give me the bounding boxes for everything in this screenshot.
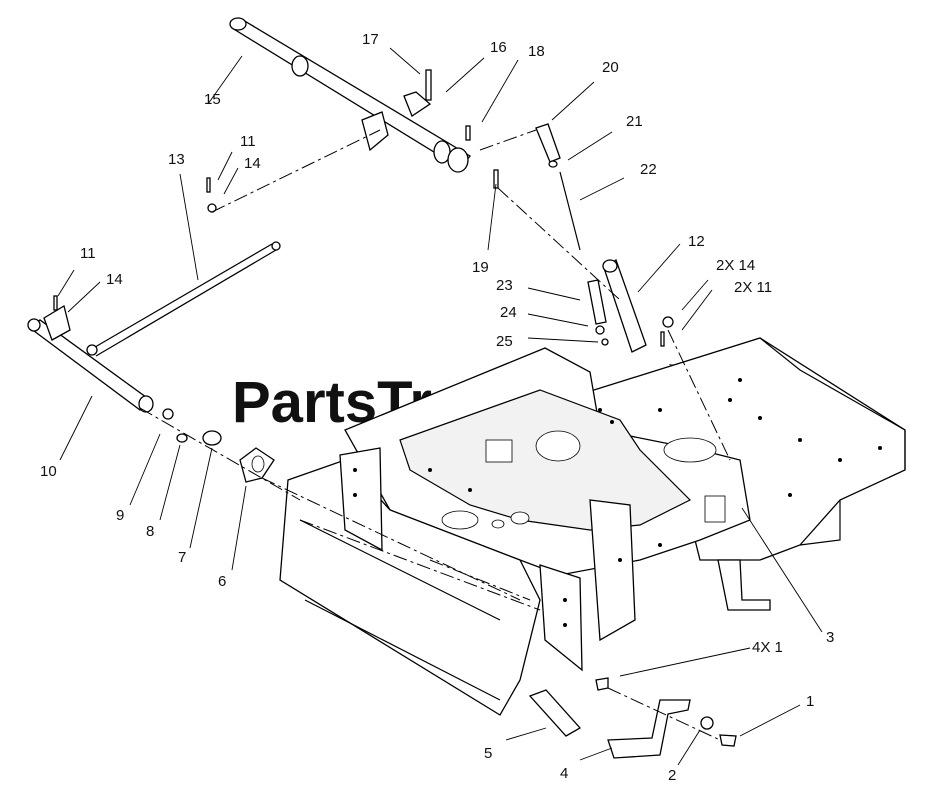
upper-shaft (229, 17, 499, 189)
lever-arm (535, 123, 674, 353)
main-frame (279, 337, 906, 716)
callout-5: 5 (484, 745, 492, 762)
callouts: 1 2 3 4 5 6 7 8 9 10 11 12 13 14 15 16 1… (40, 31, 834, 784)
callout-14-upper: 14 (244, 155, 261, 172)
callout-4: 4 (560, 765, 568, 782)
callout-6: 6 (218, 573, 226, 590)
callout-9: 9 (116, 507, 124, 524)
callout-13: 13 (168, 151, 185, 168)
callout-22: 22 (640, 161, 657, 178)
callout-15: 15 (204, 91, 221, 108)
callout-25: 25 (496, 333, 513, 350)
callout-12: 12 (688, 233, 705, 250)
callout-17: 17 (362, 31, 379, 48)
callout-11-upper: 11 (240, 133, 256, 150)
callout-1: 1 (806, 693, 814, 710)
callout-2: 2 (668, 767, 676, 784)
callout-24: 24 (500, 304, 517, 321)
callout-7: 7 (178, 549, 186, 566)
callout-10: 10 (40, 463, 57, 480)
leader-lines (57, 47, 823, 766)
callout-23: 23 (496, 277, 513, 294)
callout-18: 18 (528, 43, 545, 60)
assembly-lines (139, 129, 731, 741)
callout-4x1: 4X 1 (752, 639, 783, 656)
callout-16: 16 (490, 39, 507, 56)
foot-pedal (528, 677, 737, 759)
link-rod (86, 241, 281, 357)
callout-20: 20 (602, 59, 619, 76)
callout-8: 8 (146, 523, 154, 540)
callout-21: 21 (626, 113, 643, 130)
callout-2x11: 2X 11 (734, 279, 772, 296)
callout-3: 3 (826, 629, 834, 646)
callout-19: 19 (472, 259, 489, 276)
callout-11-lower: 11 (80, 245, 96, 262)
lower-shaft (27, 177, 275, 483)
callout-2x14: 2X 14 (716, 257, 755, 274)
callout-14-lower: 14 (106, 271, 123, 288)
